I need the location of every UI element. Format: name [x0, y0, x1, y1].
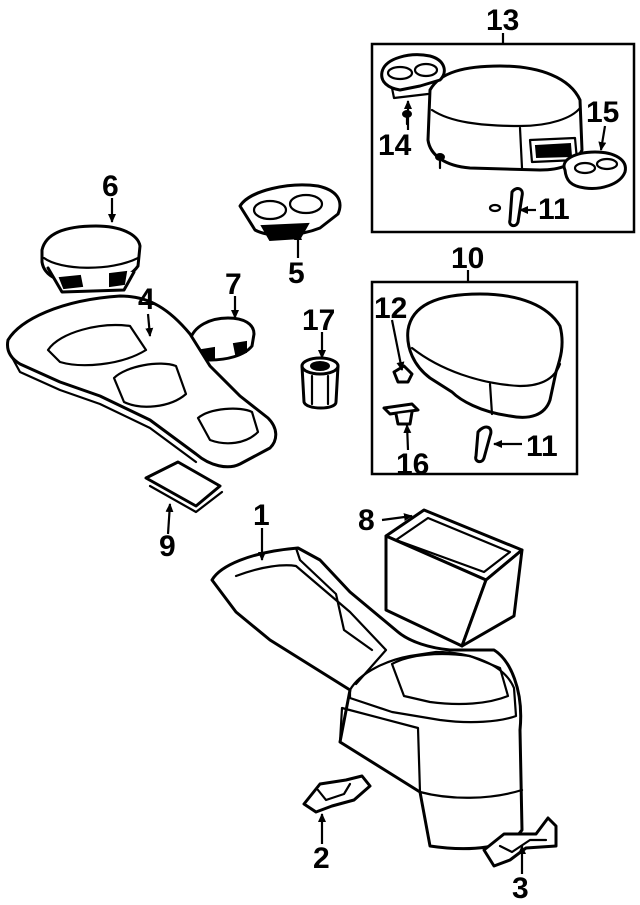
power-socket-17[interactable]: [300, 356, 340, 410]
console-top-panel-4[interactable]: [6, 294, 278, 469]
callout-9: 9: [159, 530, 176, 563]
hinge-11-upper[interactable]: [488, 187, 524, 228]
cupholder-insert-5[interactable]: [238, 183, 342, 242]
screw-lower[interactable]: [435, 153, 445, 170]
callout-11-upper: 11: [538, 193, 570, 226]
callout-2: 2: [313, 842, 330, 875]
callout-1: 1: [253, 499, 270, 532]
callout-6: 6: [102, 170, 119, 203]
callout-14: 14: [378, 129, 412, 162]
storage-bin-8[interactable]: [384, 508, 524, 648]
callout-5: 5: [288, 257, 305, 290]
armrest-lid[interactable]: [406, 292, 564, 419]
callout-8: 8: [358, 504, 375, 537]
callout-3: 3: [512, 872, 529, 905]
callout-16: 16: [396, 448, 429, 481]
main-console-1[interactable]: [210, 546, 524, 851]
storage-box-6[interactable]: [40, 224, 142, 294]
hinge-11-lower[interactable]: [474, 425, 493, 464]
callout-4: 4: [138, 283, 155, 316]
latch-12[interactable]: [392, 364, 414, 384]
callout-15: 15: [586, 96, 619, 129]
callout-12: 12: [374, 292, 407, 325]
callout-13: 13: [486, 4, 519, 37]
pad-9[interactable]: [144, 460, 224, 514]
armrest-lid-with-cupholders[interactable]: [380, 53, 627, 190]
callout-7: 7: [225, 268, 242, 301]
callout-17: 17: [302, 304, 335, 337]
bracket-16[interactable]: [382, 402, 420, 426]
bracket-2[interactable]: [302, 774, 372, 814]
callout-11-lower: 11: [526, 430, 558, 463]
armrest-assembly-box-10: [370, 280, 579, 476]
callout-10: 10: [451, 242, 484, 275]
